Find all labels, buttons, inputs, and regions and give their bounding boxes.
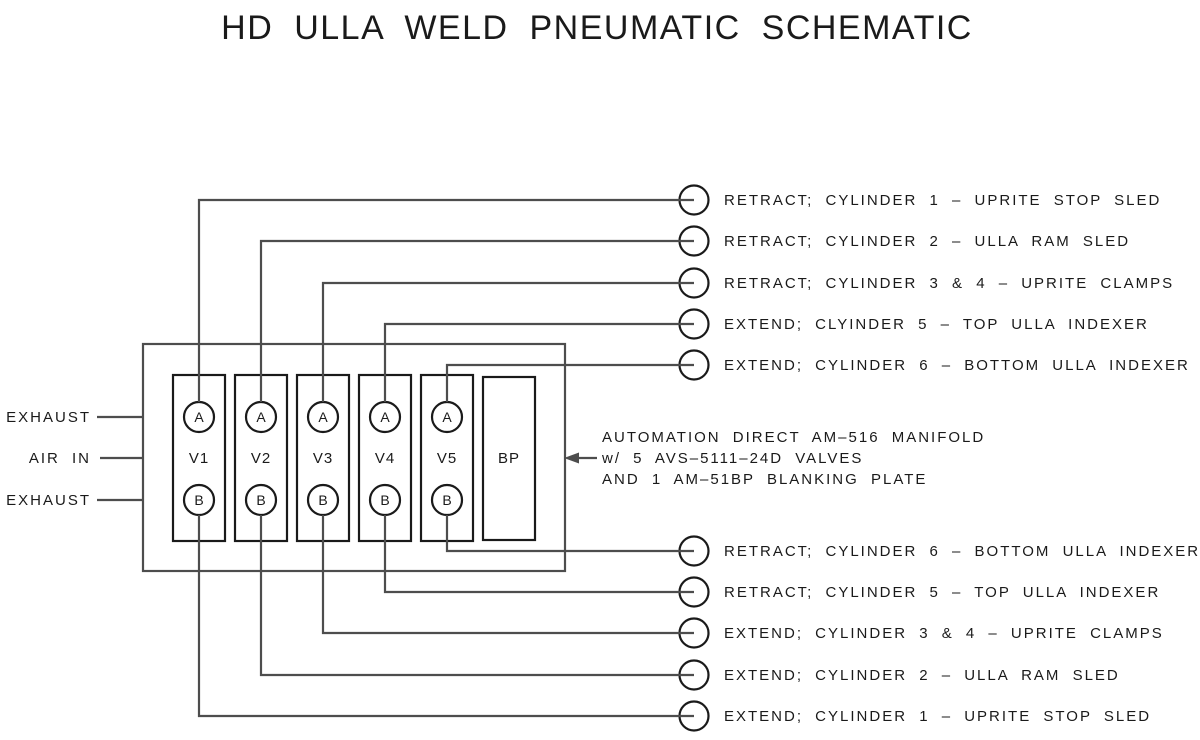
annotation-line-1: AUTOMATION DIRECT AM–516 MANIFOLD [602, 429, 985, 446]
wire-v2b-extend-cyl2 [259, 515, 694, 677]
blanking-plate-box [481, 375, 537, 542]
wire-v1b-extend-cyl1 [197, 515, 694, 718]
port-a-letter-v2: A [256, 409, 266, 425]
wire-v5b-retract-cyl6 [445, 515, 694, 553]
exhaust-bottom-label: EXHAUST [6, 492, 91, 509]
wire-v1a-retract-cyl1 [197, 198, 694, 402]
air-in-label: AIR IN [29, 450, 91, 467]
wire-v3a-retract-cyl34 [321, 281, 694, 402]
port-a-letter-v1: A [194, 409, 204, 425]
label-extend-cyl2: EXTEND; CYLINDER 2 – ULLA RAM SLED [724, 667, 1120, 684]
label-extend-cyl34: EXTEND; CYLINDER 3 & 4 – UPRITE CLAMPS [724, 625, 1164, 642]
label-extend-cyl6: EXTEND; CYLINDER 6 – BOTTOM ULLA INDEXER [724, 357, 1190, 374]
port-a-letter-v5: A [442, 409, 452, 425]
port-a-letter-v4: A [380, 409, 390, 425]
label-retract-cyl34: RETRACT; CYLINDER 3 & 4 – UPRITE CLAMPS [724, 275, 1174, 292]
port-b-letter-v3: B [318, 492, 327, 508]
left-arrow-icon [564, 452, 579, 464]
label-retract-cyl1: RETRACT; CYLINDER 1 – UPRITE STOP SLED [724, 192, 1161, 209]
page-title: HD ULLA WELD PNEUMATIC SCHEMATIC [221, 9, 973, 47]
port-b-letter-v4: B [380, 492, 389, 508]
valve-label-v2: V2 [251, 450, 271, 467]
valve-label-v4: V4 [375, 450, 395, 467]
wire-v3b-extend-cyl34 [321, 515, 694, 635]
wire-v4b-retract-cyl5 [383, 515, 694, 594]
wire-v5a-extend-cyl6 [445, 363, 694, 402]
exhaust-top-label: EXHAUST [6, 409, 91, 426]
port-b-letter-v5: B [442, 492, 451, 508]
label-retract-cyl2: RETRACT; CYLINDER 2 – ULLA RAM SLED [724, 233, 1130, 250]
label-retract-cyl6: RETRACT; CYLINDER 6 – BOTTOM ULLA INDEXE… [724, 543, 1200, 560]
valve-label-v5: V5 [437, 450, 457, 467]
valve-label-v3: V3 [313, 450, 333, 467]
port-b-letter-v2: B [256, 492, 265, 508]
annotation-line-3: AND 1 AM–51BP BLANKING PLATE [602, 471, 927, 488]
label-extend-cyl1: EXTEND; CYLINDER 1 – UPRITE STOP SLED [724, 708, 1151, 725]
wire-v2a-retract-cyl2 [259, 239, 694, 402]
port-b-letter-v1: B [194, 492, 203, 508]
wire-v4a-extend-cyl5 [383, 322, 694, 402]
blanking-plate-label: BP [498, 450, 520, 467]
label-extend-cyl5: EXTEND; CLYINDER 5 – TOP ULLA INDEXER [724, 316, 1149, 333]
port-a-letter-v3: A [318, 409, 328, 425]
valve-label-v1: V1 [189, 450, 209, 467]
label-retract-cyl5: RETRACT; CYLINDER 5 – TOP ULLA INDEXER [724, 584, 1160, 601]
annotation-line-2: w/ 5 AVS–5111–24D VALVES [601, 450, 863, 467]
